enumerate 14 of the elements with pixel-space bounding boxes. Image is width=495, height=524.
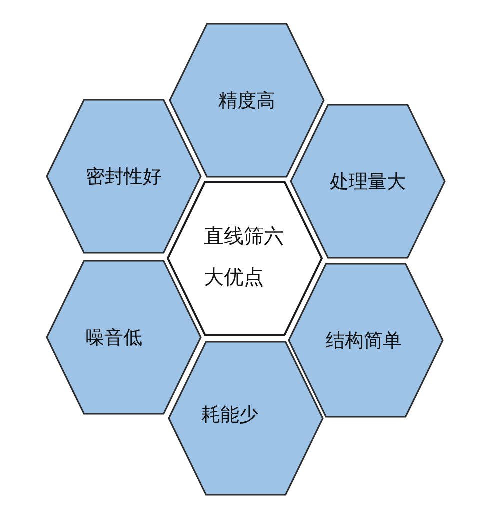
hexagon-label: 密封性好: [86, 164, 162, 188]
hexagon-label: 精度高: [218, 88, 276, 112]
hexagon-label: 耗能少: [202, 402, 258, 426]
hexagon: [290, 104, 446, 259]
hexagon: [168, 341, 324, 496]
hexagon: [169, 23, 325, 178]
hexagon-label: 处理量大: [330, 170, 406, 194]
hexagon: [288, 263, 444, 418]
hexagon-label: 结构简单: [326, 328, 402, 352]
hexagon-label: 噪音低: [86, 326, 142, 350]
hexagon: [167, 181, 323, 336]
hexagon: [46, 99, 202, 254]
hexagon-label: 直线筛六大优点: [204, 222, 285, 290]
hexagon: [46, 260, 202, 415]
